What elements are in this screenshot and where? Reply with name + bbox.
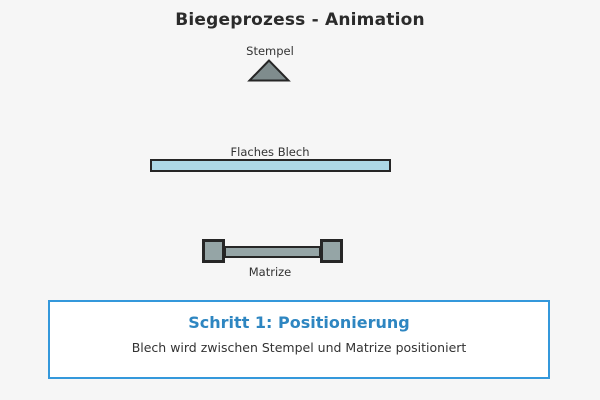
stempel-triangle	[247, 59, 291, 82]
step-description: Blech wird zwischen Stempel und Matrize …	[131, 340, 467, 355]
matrize-label: Matrize	[248, 265, 292, 279]
status-panel: Schritt 1: Positionierung Blech wird zwi…	[48, 300, 550, 379]
step-title: Schritt 1: Positionierung	[188, 313, 410, 332]
matrize-right-block	[320, 239, 343, 263]
stempel-label: Stempel	[246, 44, 294, 58]
blech-rect	[150, 159, 391, 172]
page-title: Biegeprozess - Animation	[175, 10, 425, 30]
matrize-left-block	[202, 239, 225, 263]
blech-label: Flaches Blech	[230, 145, 310, 159]
matrize-crossbar	[224, 246, 321, 258]
